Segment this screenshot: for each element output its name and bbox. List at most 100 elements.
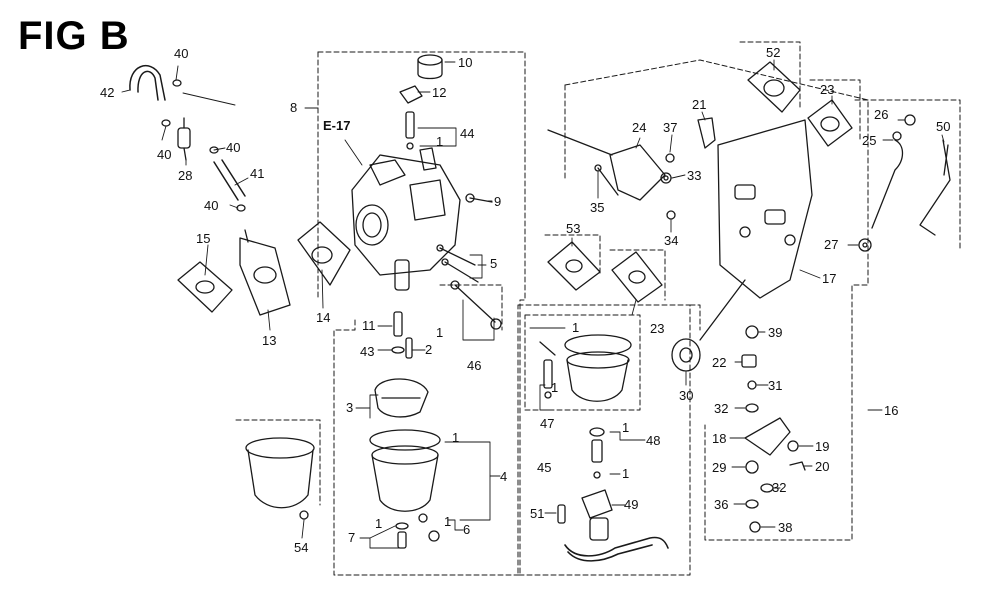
callout-23: 23 (650, 321, 664, 336)
callout-17: 17 (822, 271, 836, 286)
callout-25: 25 (862, 133, 876, 148)
callout-36: 36 (714, 497, 728, 512)
callout-52: 52 (766, 45, 780, 60)
callout-39: 39 (768, 325, 782, 340)
spring-34 (666, 210, 676, 220)
clip-12 (399, 85, 423, 104)
washer-33 (660, 172, 672, 184)
washer-31 (747, 380, 757, 390)
callout-10: 10 (458, 55, 472, 70)
callout-16: 16 (884, 403, 898, 418)
callout-44: 44 (460, 126, 474, 141)
callout-1: 1 (551, 380, 558, 395)
callout-49: 49 (624, 497, 638, 512)
bolt-35 (594, 164, 619, 196)
callout-50: 50 (936, 119, 950, 134)
nut-39 (745, 325, 759, 339)
callout-28: 28 (178, 168, 192, 183)
bowl-kit-1 (564, 334, 632, 402)
callout-32: 32 (772, 480, 786, 495)
lever-18 (744, 417, 791, 456)
callout-1: 1 (452, 430, 459, 445)
callout-4: 4 (500, 469, 507, 484)
callout-31: 31 (768, 378, 782, 393)
callout-14: 14 (316, 310, 330, 325)
gasket-14 (297, 221, 351, 286)
reference-label: E-17 (323, 118, 350, 133)
callout-11: 11 (362, 318, 376, 333)
spring-25 (871, 131, 904, 229)
screw-44 (405, 111, 415, 150)
callout-18: 18 (712, 431, 726, 446)
callout-27: 27 (824, 237, 838, 252)
fuel-tube-41 (213, 159, 246, 201)
callout-6: 6 (463, 522, 470, 537)
callout-1: 1 (572, 320, 579, 335)
choke-valve-24 (547, 129, 666, 201)
bolt-6 (418, 513, 440, 542)
screws-5 (436, 244, 479, 283)
nut-38 (749, 521, 761, 533)
callout-1: 1 (436, 134, 443, 149)
fuel-filter-28 (177, 117, 191, 161)
callout-19: 19 (815, 439, 829, 454)
cap-10 (417, 54, 443, 80)
hose-clip-40a (172, 79, 182, 87)
callout-1: 1 (444, 514, 451, 529)
callout-35: 35 (590, 200, 604, 215)
callout-1: 1 (622, 466, 629, 481)
callout-15: 15 (196, 231, 210, 246)
callout-9: 9 (494, 194, 501, 209)
hose-clip-40b (161, 119, 171, 127)
fuel-hose-42 (129, 65, 166, 101)
washer-43 (391, 346, 405, 354)
callout-20: 20 (815, 459, 829, 474)
callout-8: 8 (290, 100, 297, 115)
nut-29 (745, 460, 759, 474)
control-bracket-17 (717, 119, 813, 299)
fuel-line-49 (564, 536, 669, 562)
nut-27 (858, 238, 872, 252)
callout-1: 1 (375, 516, 382, 531)
washer-36 (745, 499, 759, 509)
callout-32: 32 (714, 401, 728, 416)
callout-54: 54 (294, 540, 308, 555)
callout-5: 5 (490, 256, 497, 271)
callout-46: 46 (467, 358, 481, 373)
carburetor-body (351, 147, 461, 291)
insulator-plate-13 (239, 229, 291, 316)
nut-26 (904, 114, 916, 126)
callout-53: 53 (566, 221, 580, 236)
gasket-52 (747, 61, 801, 113)
callout-37: 37 (663, 120, 677, 135)
callout-40: 40 (204, 198, 218, 213)
callout-1: 1 (436, 325, 443, 340)
callout-12: 12 (432, 85, 446, 100)
figure-title: FIG B (18, 14, 130, 58)
callout-40: 40 (226, 140, 240, 155)
callout-38: 38 (778, 520, 792, 535)
float-bowl-4 (369, 429, 441, 512)
needle-2 (405, 337, 413, 359)
callout-labels: E-17 11111111123456789101112131415161718… (100, 45, 950, 555)
bolt-46 (450, 280, 502, 330)
callout-21: 21 (692, 97, 706, 112)
fuel-valve-49 (581, 489, 613, 541)
washer-32a (745, 403, 759, 413)
hose-clip-40c (209, 146, 219, 154)
pulley-30 (671, 279, 746, 372)
callout-40: 40 (157, 147, 171, 162)
jet-11 (393, 311, 403, 337)
nut-19 (787, 440, 799, 452)
leader-lines (121, 59, 945, 549)
gasket-53 (547, 241, 601, 291)
gasket-23a (807, 99, 853, 147)
float-3 (374, 378, 429, 418)
rod-50 (919, 139, 951, 236)
callout-2: 2 (425, 342, 432, 357)
callout-3: 3 (346, 400, 353, 415)
screw-51 (557, 504, 566, 524)
drain-48 (589, 427, 605, 479)
